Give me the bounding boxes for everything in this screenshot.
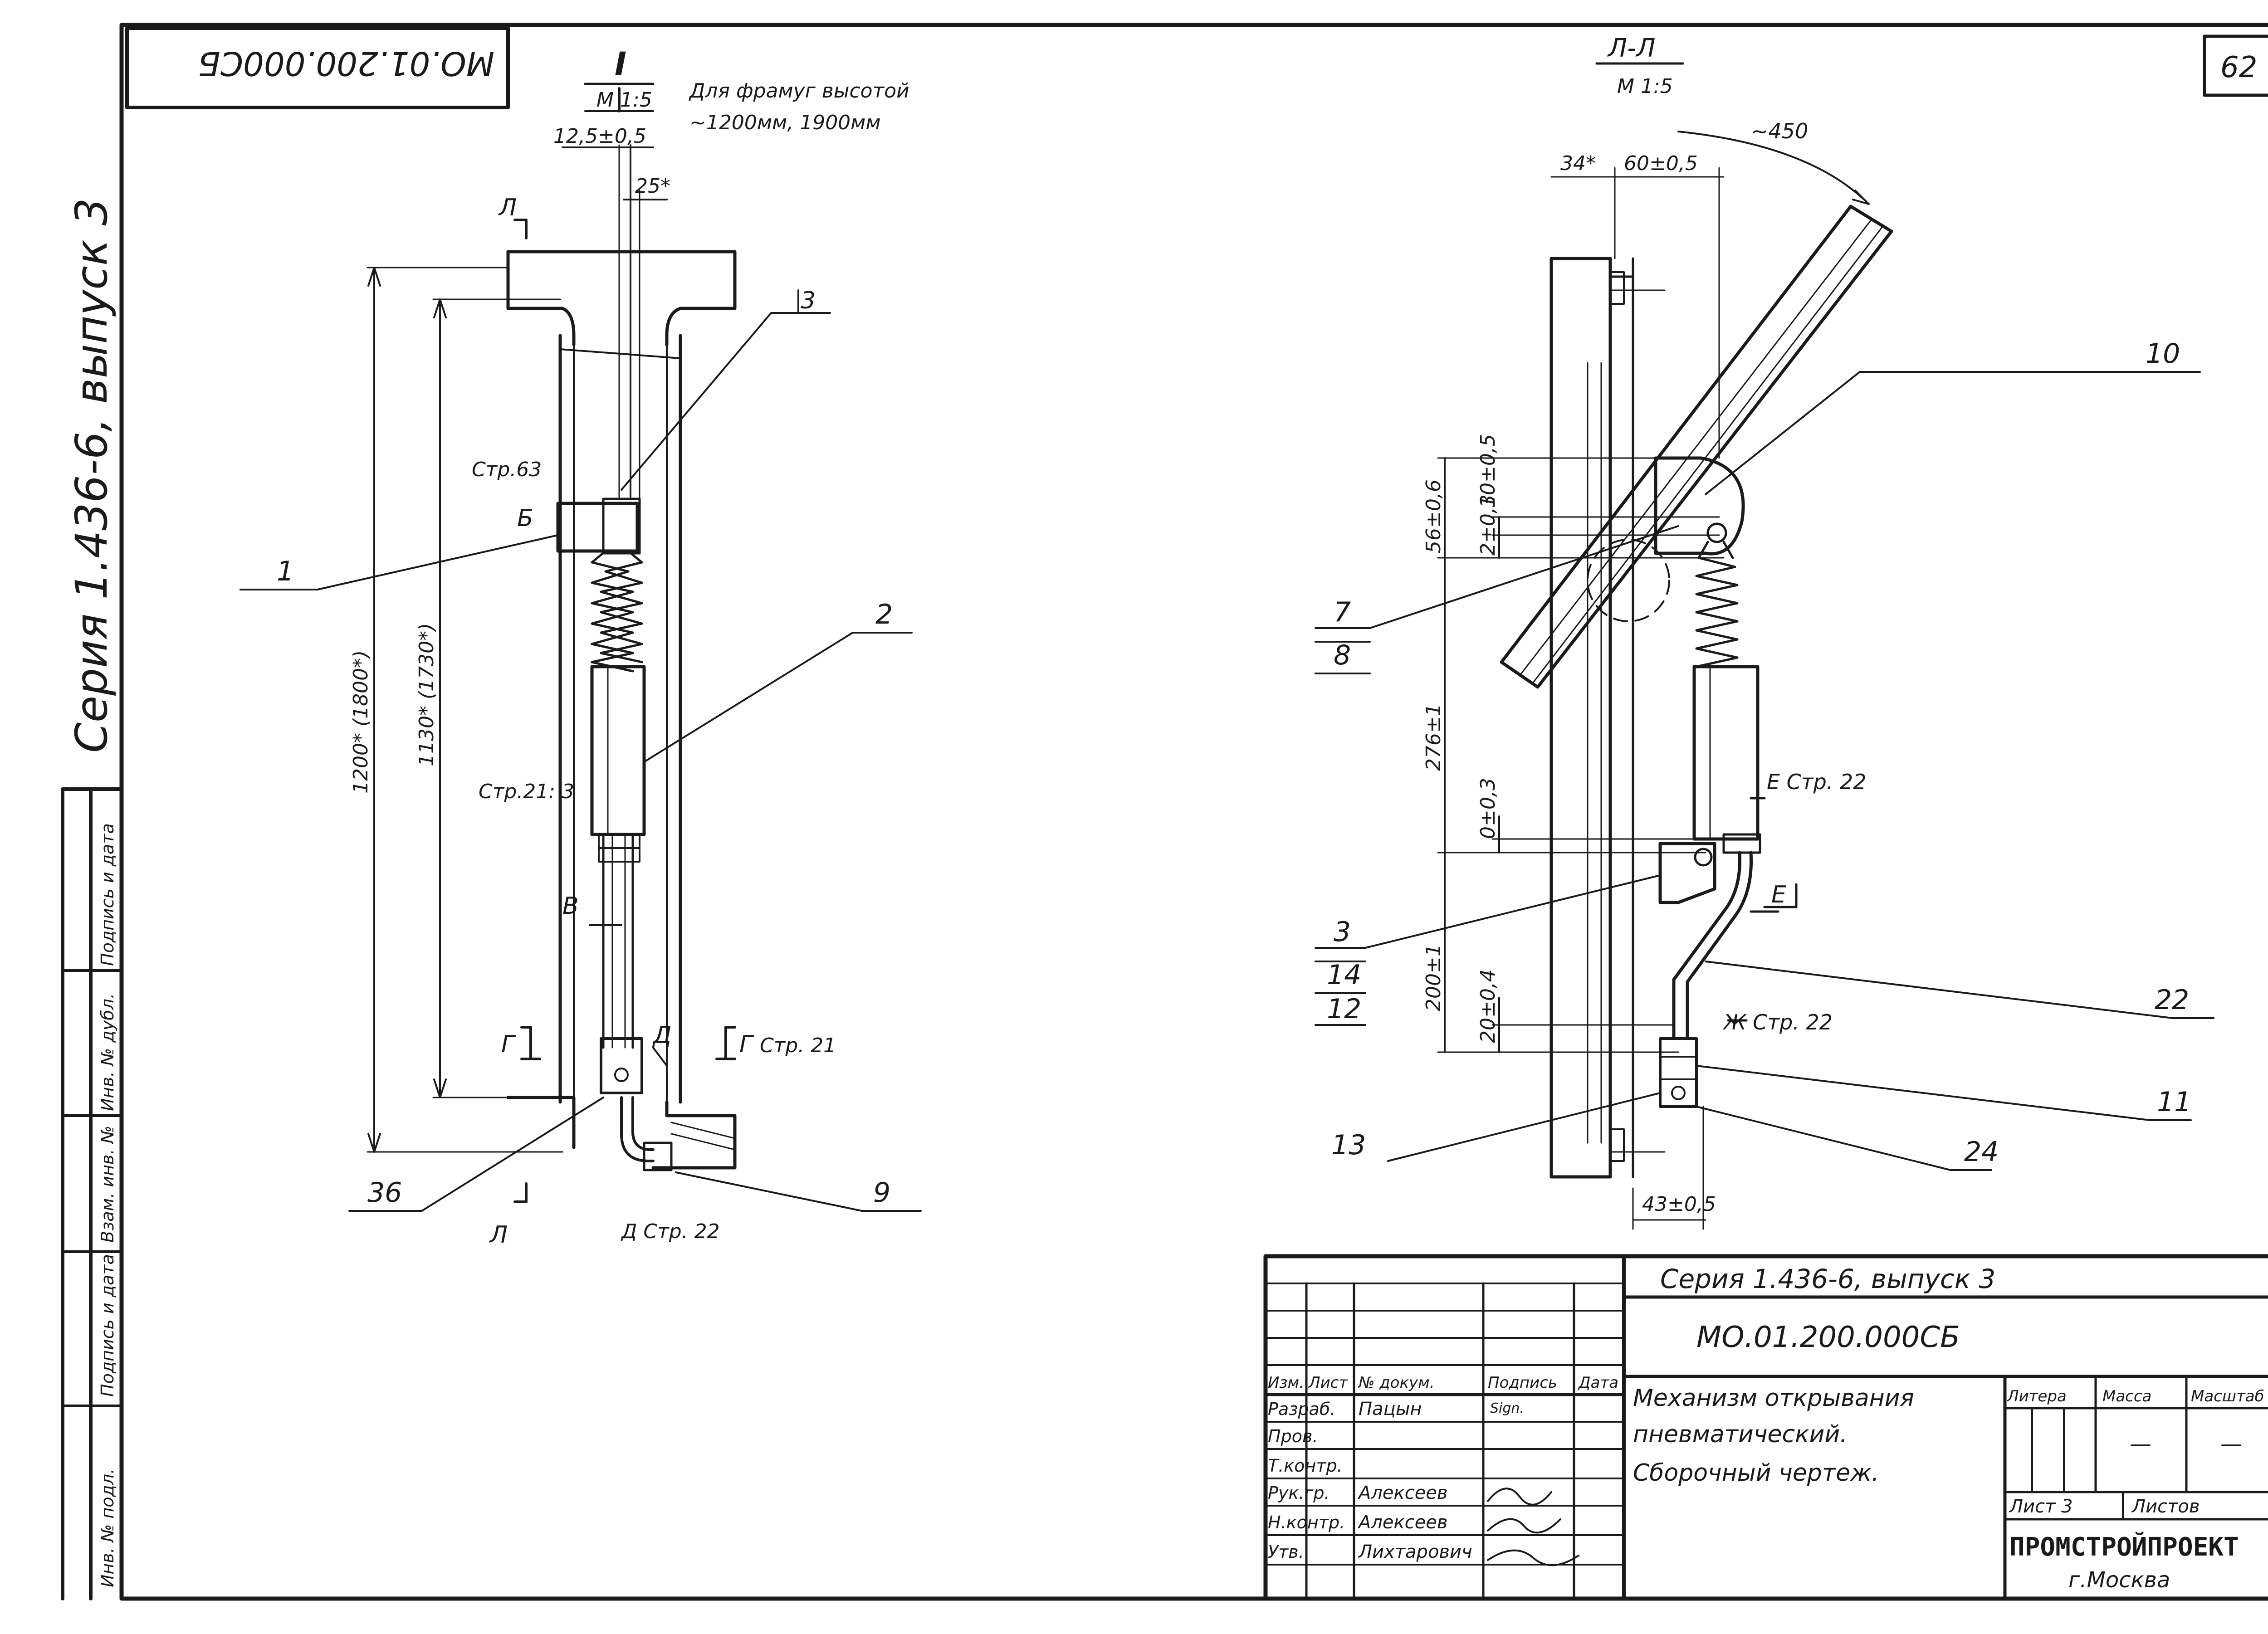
balloon-2: 2 xyxy=(875,599,893,630)
dim-height-inner: 1130* (1730*) xyxy=(415,623,438,766)
e-str22: Е Стр. 22 xyxy=(1767,770,1867,794)
d-mark: Д xyxy=(652,1022,672,1049)
tb-name-3: Сборочный чертеж. xyxy=(1633,1459,1879,1487)
stamp-cell: Подпись и дата xyxy=(98,823,117,966)
title-block xyxy=(1263,1254,2268,1601)
dim-2: 2±0,3 xyxy=(1476,494,1500,556)
note-line1: Для фрамуг высотой xyxy=(689,79,909,102)
tb-role: Пров. xyxy=(1268,1426,1318,1446)
tb-sheets: Листов xyxy=(2131,1496,2200,1517)
sheet-frame xyxy=(61,23,2268,1601)
balloon-14: 14 xyxy=(1327,959,1361,991)
dim-56: 56±0,6 xyxy=(1422,479,1445,553)
tb-massa-value: — xyxy=(2130,1431,2151,1457)
tb-scale-value: — xyxy=(2220,1431,2242,1457)
stamp-cell: Инв. № подл. xyxy=(98,1468,117,1587)
dim-276: 276±1 xyxy=(1422,703,1445,771)
tb-col-date: Дата xyxy=(1578,1374,1618,1392)
tb-name: Пацын xyxy=(1359,1399,1422,1419)
tb-role: Утв. xyxy=(1268,1542,1304,1562)
tb-role: Н.контр. xyxy=(1268,1512,1345,1532)
g-right: Г xyxy=(739,1031,754,1058)
left-view xyxy=(240,87,922,1212)
dim-43: 43±0,5 xyxy=(1642,1193,1716,1216)
note-line2: ~1200мм, 1900мм xyxy=(689,111,881,134)
tb-col-sign: Подпись xyxy=(1488,1374,1557,1392)
right-scale: М 1:5 xyxy=(1617,75,1673,98)
dim-60: 60±0,5 xyxy=(1624,152,1698,175)
stamp-cell: Подпись и дата xyxy=(98,1254,117,1397)
stamp-cell: Инв. № дубл. xyxy=(98,993,117,1111)
balloon-36: 36 xyxy=(367,1177,402,1209)
str63: Стр.63 xyxy=(472,458,542,481)
zh-str22: Ж Стр. 22 xyxy=(1722,1010,1833,1034)
dim-angle: ~450 xyxy=(1751,119,1808,143)
stamp-cell: Взам. инв. № xyxy=(98,1126,117,1243)
signature-scribble xyxy=(1487,1488,1579,1566)
dim-offset-25: 25* xyxy=(635,175,670,198)
section-title: Л-Л xyxy=(1607,34,1655,63)
dim-10: 10±0,5 xyxy=(1476,434,1500,508)
g-left: Г xyxy=(501,1031,516,1058)
tb-name-2: пневматический. xyxy=(1633,1421,1848,1448)
balloon-24: 24 xyxy=(1964,1136,1999,1168)
tb-name: Алексеев xyxy=(1357,1512,1447,1533)
tb-series: Серия 1.436-6, выпуск 3 xyxy=(1660,1263,1995,1294)
balloon-11: 11 xyxy=(2157,1086,2191,1118)
tb-sheet: Лист 3 xyxy=(2009,1496,2073,1517)
balloon-9: 9 xyxy=(873,1177,890,1209)
balloon-22: 22 xyxy=(2155,984,2189,1016)
balloon-8: 8 xyxy=(1334,639,1351,671)
str21: Стр. 21 xyxy=(760,1034,836,1057)
tb-massa: Масса xyxy=(2102,1387,2151,1405)
tb-name-1: Механизм открывания xyxy=(1633,1385,1914,1412)
dim-20: 20±0,4 xyxy=(1476,969,1500,1043)
tb-designation: МО.01.200.000СБ xyxy=(1696,1321,1960,1354)
cut-l-bottom: Л xyxy=(489,1221,508,1249)
tb-col-list: Лист xyxy=(1308,1374,1348,1392)
right-view xyxy=(1315,62,2214,1230)
dim-200: 200±1 xyxy=(1422,944,1445,1011)
tb-role: Разраб. xyxy=(1268,1399,1335,1419)
balloon-3: 3 xyxy=(1334,916,1351,948)
dim-0: 0±0,3 xyxy=(1476,778,1500,839)
dim-width-top: 12,5±0,5 xyxy=(553,125,646,148)
tb-name: Алексеев xyxy=(1357,1483,1447,1503)
section-mark: I xyxy=(615,45,626,83)
b-mark: Б xyxy=(517,505,533,532)
tb-litera: Литера xyxy=(2006,1387,2067,1405)
balloon-13: 13 xyxy=(1331,1129,1366,1161)
d-str22: Д Стр. 22 xyxy=(621,1220,720,1243)
tb-city: г.Москва xyxy=(2068,1567,2170,1593)
v-mark: В xyxy=(562,893,579,920)
left-scale: M 1:5 xyxy=(596,88,652,112)
cut-l-top: Л xyxy=(498,194,517,221)
dim-34: 34* xyxy=(1560,152,1596,175)
vertical-series: Серия 1.436-6, выпуск 3 xyxy=(66,198,117,753)
str21-3: Стр.21: 3 xyxy=(479,780,574,803)
balloon-12: 12 xyxy=(1327,993,1361,1025)
side-stamp: Инв. № подл. Подпись и дата Взам. инв. №… xyxy=(98,823,117,1587)
balloon-7: 7 xyxy=(1334,596,1351,628)
tb-name: Лихтарович xyxy=(1358,1541,1472,1562)
tb-role: Т.контр. xyxy=(1268,1456,1343,1476)
e-mark: Е xyxy=(1771,881,1786,908)
tb-org: ПРОМСТРОЙПРОЕКТ xyxy=(2009,1532,2239,1562)
tb-role: Рук.гр. xyxy=(1268,1483,1330,1503)
weld-symbol: 3 xyxy=(801,287,816,314)
balloon-10: 10 xyxy=(2146,338,2180,370)
balloon-1: 1 xyxy=(277,556,294,587)
tb-col-izm: Изм. xyxy=(1268,1374,1304,1392)
tb-signature: Sign. xyxy=(1490,1400,1524,1416)
tb-masshtab: Масштаб xyxy=(2191,1387,2264,1405)
sheet-number: 62 xyxy=(2220,51,2257,84)
rotated-code: МО.01.200.000СБ xyxy=(198,44,494,83)
tb-col-doc: № докум. xyxy=(1358,1374,1435,1392)
dim-height-total: 1200* (1800*) xyxy=(349,650,372,794)
